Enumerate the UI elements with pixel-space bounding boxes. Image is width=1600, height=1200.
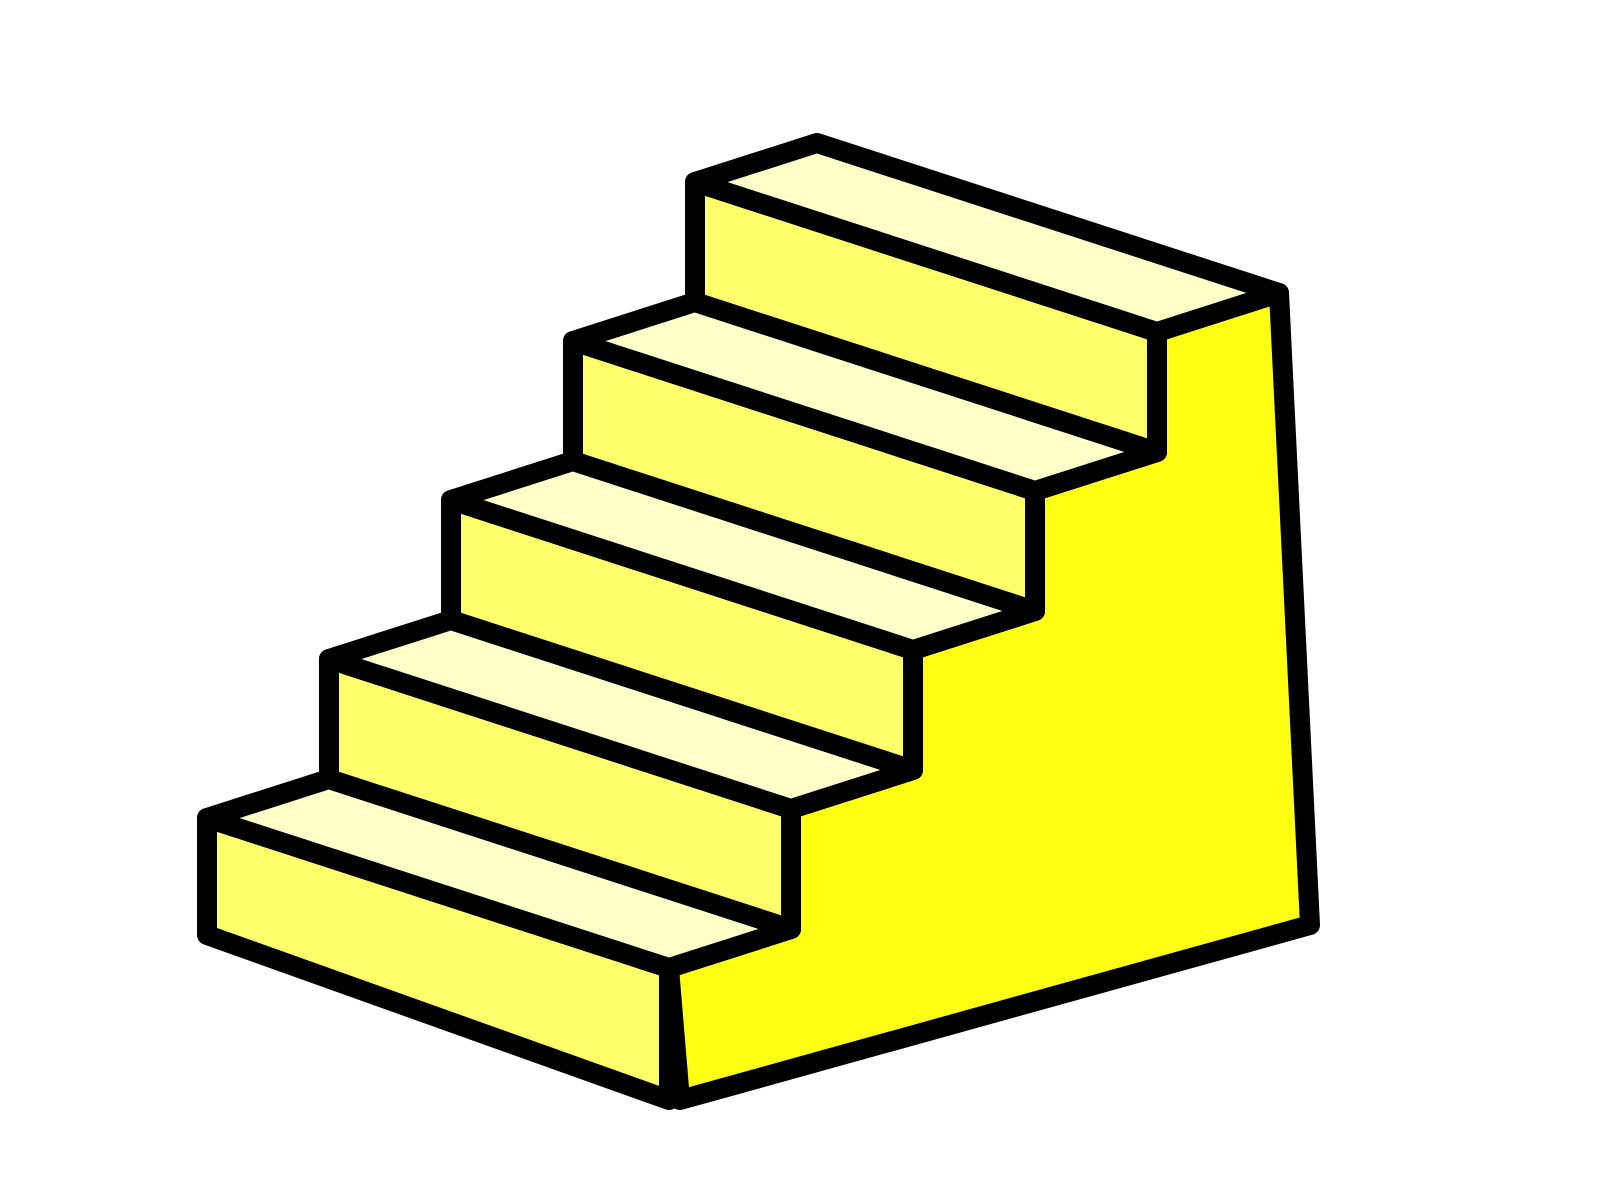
staircase	[197, 133, 1320, 1110]
step-tread	[685, 133, 1289, 342]
